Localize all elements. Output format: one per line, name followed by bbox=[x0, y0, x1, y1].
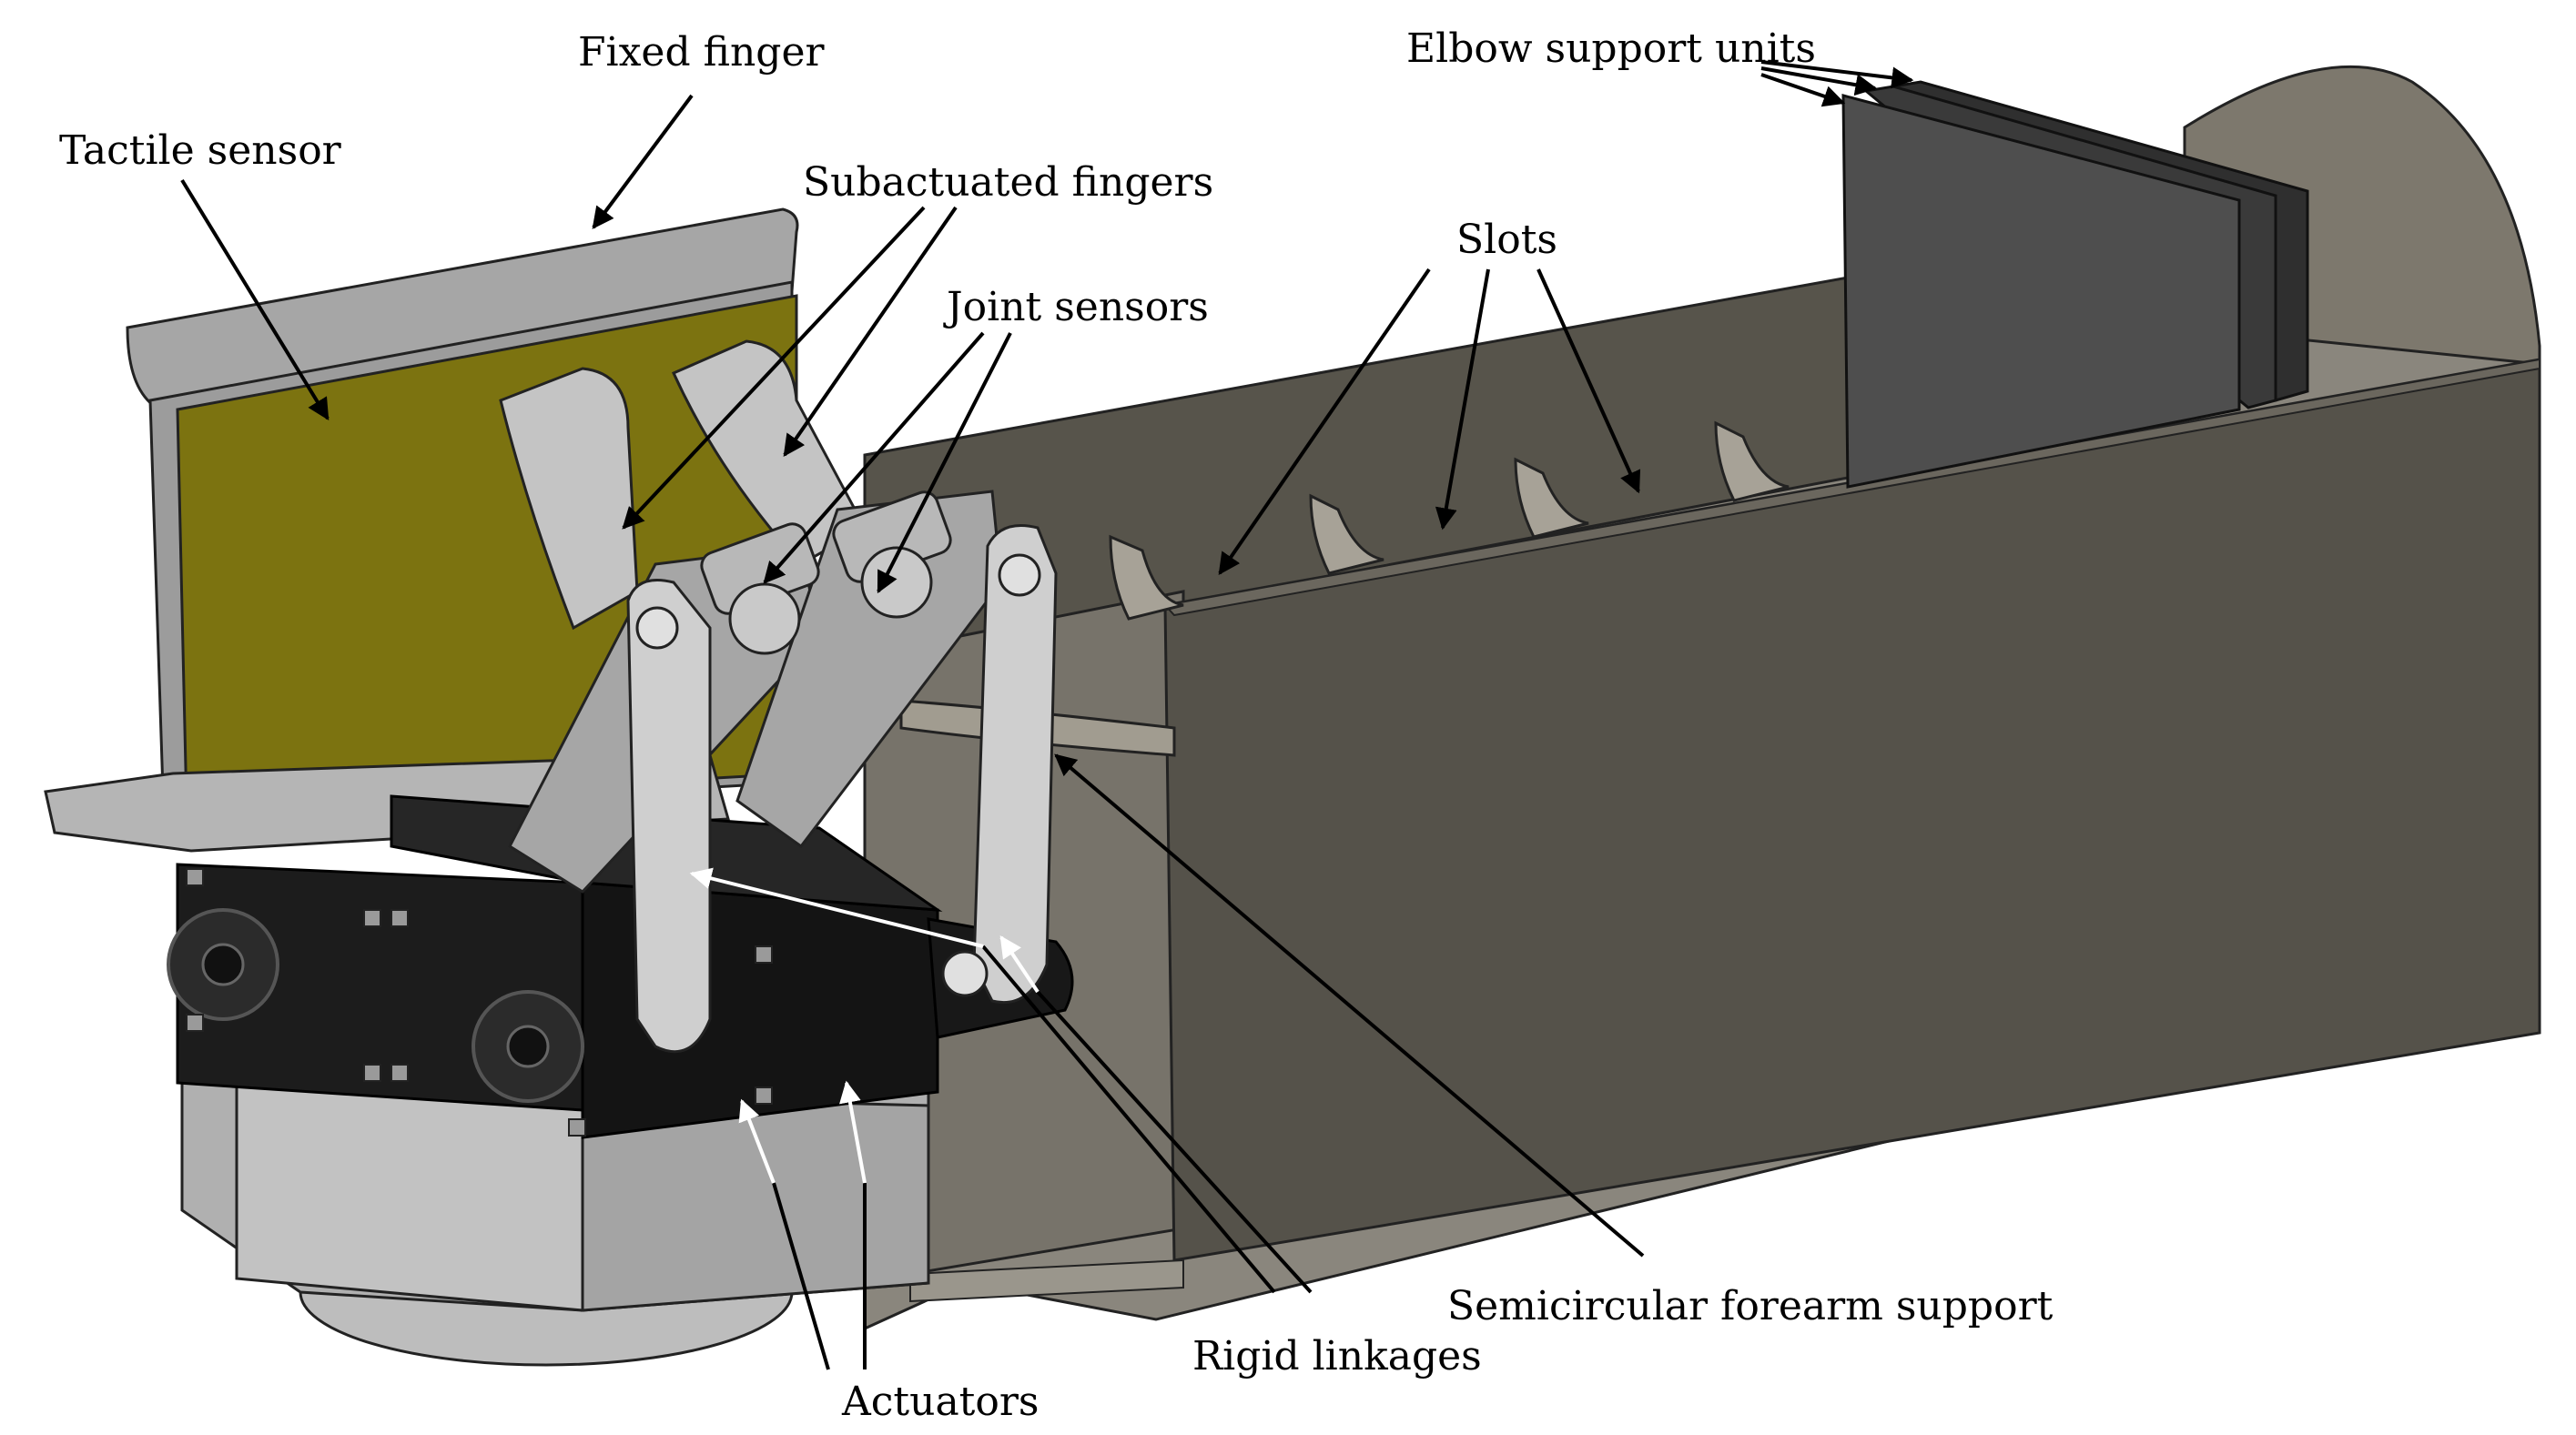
labels: Fixed finger Tactile sensor Subactuated … bbox=[59, 25, 2054, 1425]
leader-elbow-1 bbox=[1760, 60, 1914, 89]
finger-1-distal bbox=[499, 367, 639, 631]
servo-horn-left-hub bbox=[201, 943, 245, 986]
slot-rib-4 bbox=[1714, 420, 1790, 502]
leader-actuators-2-white bbox=[839, 1080, 867, 1184]
leader-slots-3 bbox=[1536, 268, 1641, 494]
leader-semicircular bbox=[1054, 753, 1645, 1258]
leader-rigid-2 bbox=[1036, 990, 1313, 1294]
leader-actuators-1 bbox=[772, 1182, 830, 1370]
leader-lines bbox=[180, 60, 1914, 1370]
slot-rib-3 bbox=[1514, 457, 1589, 539]
base-housing-front bbox=[235, 1072, 584, 1312]
elbow-support-units bbox=[1841, 80, 2309, 489]
knuckle-1 bbox=[728, 582, 801, 655]
label-subactuated-fingers: Subactuated fingers bbox=[803, 159, 1213, 206]
rigid-linkages bbox=[626, 524, 1058, 1054]
tray-bottom-lip bbox=[909, 1258, 1184, 1303]
label-joint-sensors: Joint sensors bbox=[943, 284, 1209, 330]
leader-slots-1 bbox=[1218, 268, 1431, 575]
leader-elbow-3 bbox=[1760, 73, 1846, 107]
leader-actuators-1-white bbox=[738, 1098, 776, 1184]
leader-tactile-sensor bbox=[180, 178, 330, 421]
label-slots: Slots bbox=[1456, 217, 1557, 263]
leader-rigid-1 bbox=[981, 945, 1276, 1294]
slot-rib-2 bbox=[1309, 493, 1384, 575]
rigid-linkage-2 bbox=[972, 524, 1058, 1005]
linkage-2-pin-bottom bbox=[941, 950, 989, 997]
leader-joint-sensors-1 bbox=[763, 331, 985, 584]
finger-2-proximal bbox=[735, 490, 1003, 849]
leader-slots-2 bbox=[1435, 268, 1490, 531]
leader-joint-sensors-2 bbox=[877, 332, 1012, 594]
leader-subactuated-1 bbox=[622, 206, 926, 530]
actuator-screws bbox=[186, 868, 773, 1137]
slot-rib-1 bbox=[1109, 534, 1184, 621]
label-elbow-support-units: Elbow support units bbox=[1406, 25, 1816, 72]
linkage-2-pin-top bbox=[998, 553, 1041, 597]
leader-fixed-finger bbox=[592, 94, 694, 229]
label-actuators: Actuators bbox=[841, 1379, 1039, 1425]
leader-rigid-1-white bbox=[689, 867, 984, 948]
label-rigid-linkages: Rigid linkages bbox=[1192, 1333, 1482, 1379]
label-fixed-finger: Fixed finger bbox=[578, 29, 825, 76]
servo-horn-front-hub bbox=[506, 1025, 550, 1068]
elbow-plate-1 bbox=[1841, 94, 2241, 489]
leader-rigid-2-white bbox=[999, 935, 1040, 994]
rigid-linkage-1 bbox=[626, 579, 712, 1054]
leader-subactuated-2 bbox=[783, 206, 958, 457]
label-semicircular-forearm-support: Semicircular forearm support bbox=[1447, 1283, 2054, 1329]
linkage-1-pin-top bbox=[635, 606, 679, 650]
leader-elbow-2 bbox=[1760, 66, 1878, 96]
label-tactile-sensor: Tactile sensor bbox=[59, 127, 342, 174]
